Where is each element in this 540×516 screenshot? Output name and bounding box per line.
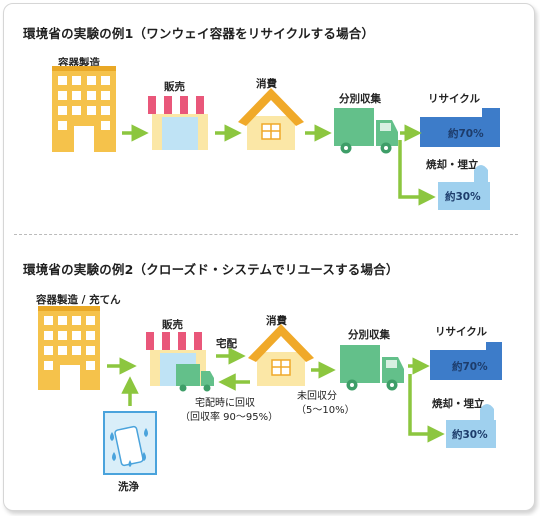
ex2-factory-building-icon — [38, 306, 100, 390]
ex1-house-icon — [238, 88, 304, 150]
ex1-recycle-label: リサイクル — [428, 93, 480, 105]
ex2-incineration-label: 焼却・埋立 — [432, 398, 485, 410]
ex1-recycle-percent: 約70% — [448, 127, 484, 140]
ex2-sales-label: 販売 — [162, 319, 183, 331]
ex2-uncollected-label: 未回収分 — [297, 391, 337, 402]
ex1-sales-label: 販売 — [164, 81, 185, 93]
example2-title: 環境省の実験の例2（クローズド・システムでリユースする場合） — [23, 262, 399, 277]
ex2-recycle-label: リサイクル — [435, 326, 487, 338]
ex1-shop-icon — [148, 96, 212, 150]
ex2-collection-label: 分別収集 — [348, 329, 390, 341]
ex1-incineration-block-icon: 約30% — [438, 165, 490, 210]
ex2-manufacturing-label: 容器製造 / 充てん — [36, 294, 121, 306]
ex2-return-rate: （回収率 90～95%） — [180, 412, 279, 423]
ex2-arrow-to-incineration — [408, 374, 445, 443]
ex2-collection-truck-icon — [340, 345, 404, 391]
ex1-incineration-label: 焼却・埋立 — [426, 159, 479, 171]
ex2-recycle-block-icon: 約70% — [430, 342, 502, 380]
ex2-house-icon — [248, 324, 314, 386]
ex1-incineration-percent: 約30% — [445, 190, 481, 203]
ex2-washing-icon — [103, 411, 157, 475]
ex1-consumption-label: 消費 — [256, 78, 277, 90]
ex1-flow-arrows — [122, 124, 436, 206]
ex2-delivery-label: 宅配 — [216, 338, 237, 350]
ex2-delivery-truck-icon — [176, 364, 214, 392]
ex2-uncollected-rate: （5～10%） — [296, 405, 355, 416]
ex1-collection-truck-icon — [334, 108, 398, 154]
ex2-flow-arrows — [107, 347, 445, 443]
ex2-incineration-block-icon: 約30% — [446, 404, 496, 448]
ex2-consumption-label: 消費 — [266, 315, 287, 327]
ex2-recycle-percent: 約70% — [452, 360, 488, 373]
ex1-factory-building-icon — [52, 66, 116, 152]
section-divider — [14, 234, 518, 235]
example1-title: 環境省の実験の例1（ワンウェイ容器をリサイクルする場合） — [23, 26, 375, 41]
ex1-recycle-block-icon: 約70% — [420, 108, 500, 147]
ex2-return-label: 宅配時に回収 — [195, 398, 255, 409]
ex2-washing-label: 洗浄 — [118, 481, 139, 493]
ex1-arrow-to-incineration — [398, 140, 436, 206]
ex1-collection-label: 分別収集 — [339, 93, 381, 105]
ex2-incineration-percent: 約30% — [452, 428, 488, 441]
